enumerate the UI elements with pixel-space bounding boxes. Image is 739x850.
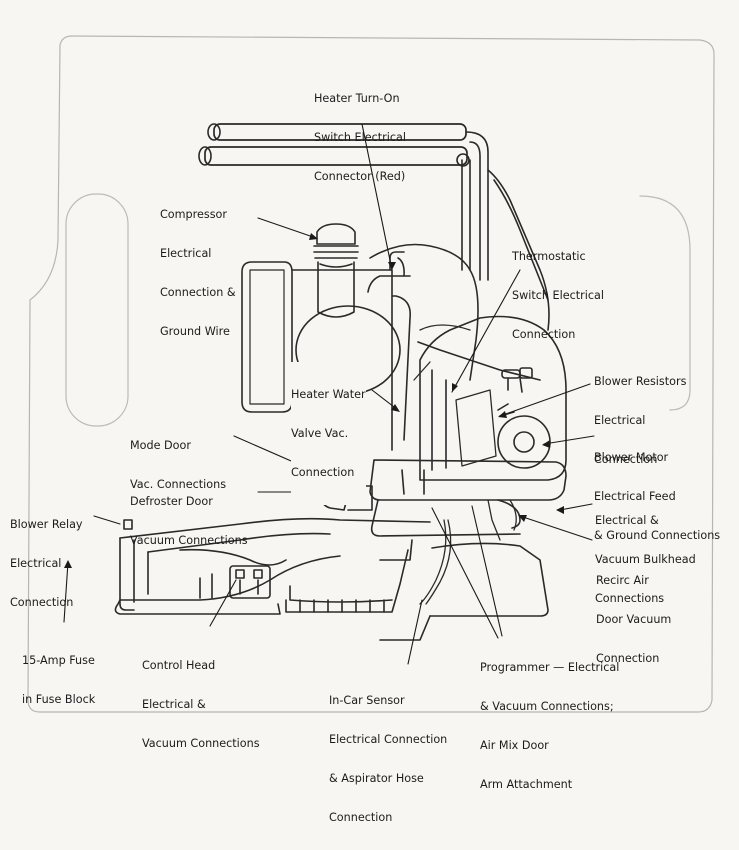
leader-thermostatic bbox=[451, 269, 521, 393]
leader-control-head bbox=[209, 579, 237, 627]
leader-recirc bbox=[519, 515, 593, 541]
heater-module bbox=[347, 459, 567, 537]
blower-relay-block bbox=[123, 519, 133, 530]
leader-blower-motor bbox=[543, 435, 595, 445]
callout-control-head: Control Head Electrical & Vacuum Connect… bbox=[142, 659, 260, 750]
callout-recirc: Recirc Air Door Vacuum Connection bbox=[596, 574, 672, 665]
engine-diagram-drawing bbox=[27, 35, 715, 713]
leader-programmer-2 bbox=[471, 505, 503, 637]
firewall-outline bbox=[27, 35, 715, 713]
callout-thermostatic: Thermostatic Switch Electrical Connectio… bbox=[512, 250, 604, 341]
leader-incar bbox=[407, 599, 423, 665]
leader-programmer bbox=[431, 507, 499, 639]
callout-fuse: 15-Amp Fuse in Fuse Block bbox=[22, 654, 96, 706]
callout-blower-motor: Blower Motor Electrical Feed & Ground Co… bbox=[594, 451, 721, 542]
heater-tubes bbox=[198, 123, 550, 331]
leader-relay bbox=[93, 515, 121, 525]
evaporator-housing bbox=[241, 243, 541, 451]
firewall-opening-right bbox=[639, 195, 691, 411]
blower-case bbox=[419, 315, 567, 481]
callout-heater-switch: Heater Turn-On Switch Electrical Connect… bbox=[314, 92, 406, 183]
leader-fuse bbox=[63, 561, 69, 623]
callout-blower-resistors: Blower Resistors Electrical Connection bbox=[594, 375, 687, 466]
leader-compressor bbox=[257, 217, 317, 239]
control-head-drawing bbox=[229, 565, 271, 599]
firewall-opening-left bbox=[65, 193, 129, 427]
diagram-page: Heater Turn-On Switch Electrical Connect… bbox=[10, 35, 721, 824]
callout-programmer: Programmer — Electrical & Vacuum Connect… bbox=[480, 661, 620, 791]
callout-blower-relay: Blower Relay Electrical Connection bbox=[10, 518, 83, 609]
callout-bulkhead: Electrical & Vacuum Bulkhead Connections bbox=[595, 514, 696, 605]
callout-mode-door: Mode Door Vac. Connections bbox=[130, 439, 227, 491]
callout-compressor: Compressor Electrical Connection & Groun… bbox=[160, 208, 236, 338]
hoses-and-wires bbox=[413, 324, 517, 605]
accumulator-canister bbox=[313, 223, 359, 318]
leader-heater-switch bbox=[361, 123, 393, 271]
leader-blower-resistors bbox=[499, 383, 591, 417]
leader-bulkhead bbox=[559, 503, 593, 511]
callout-defroster-door: Defroster Door Vacuum Connections bbox=[130, 495, 248, 547]
callout-incar-sensor: In-Car Sensor Electrical Connection & As… bbox=[329, 694, 448, 824]
callout-heater-valve: Heater Water Valve Vac. Connection bbox=[291, 362, 366, 505]
